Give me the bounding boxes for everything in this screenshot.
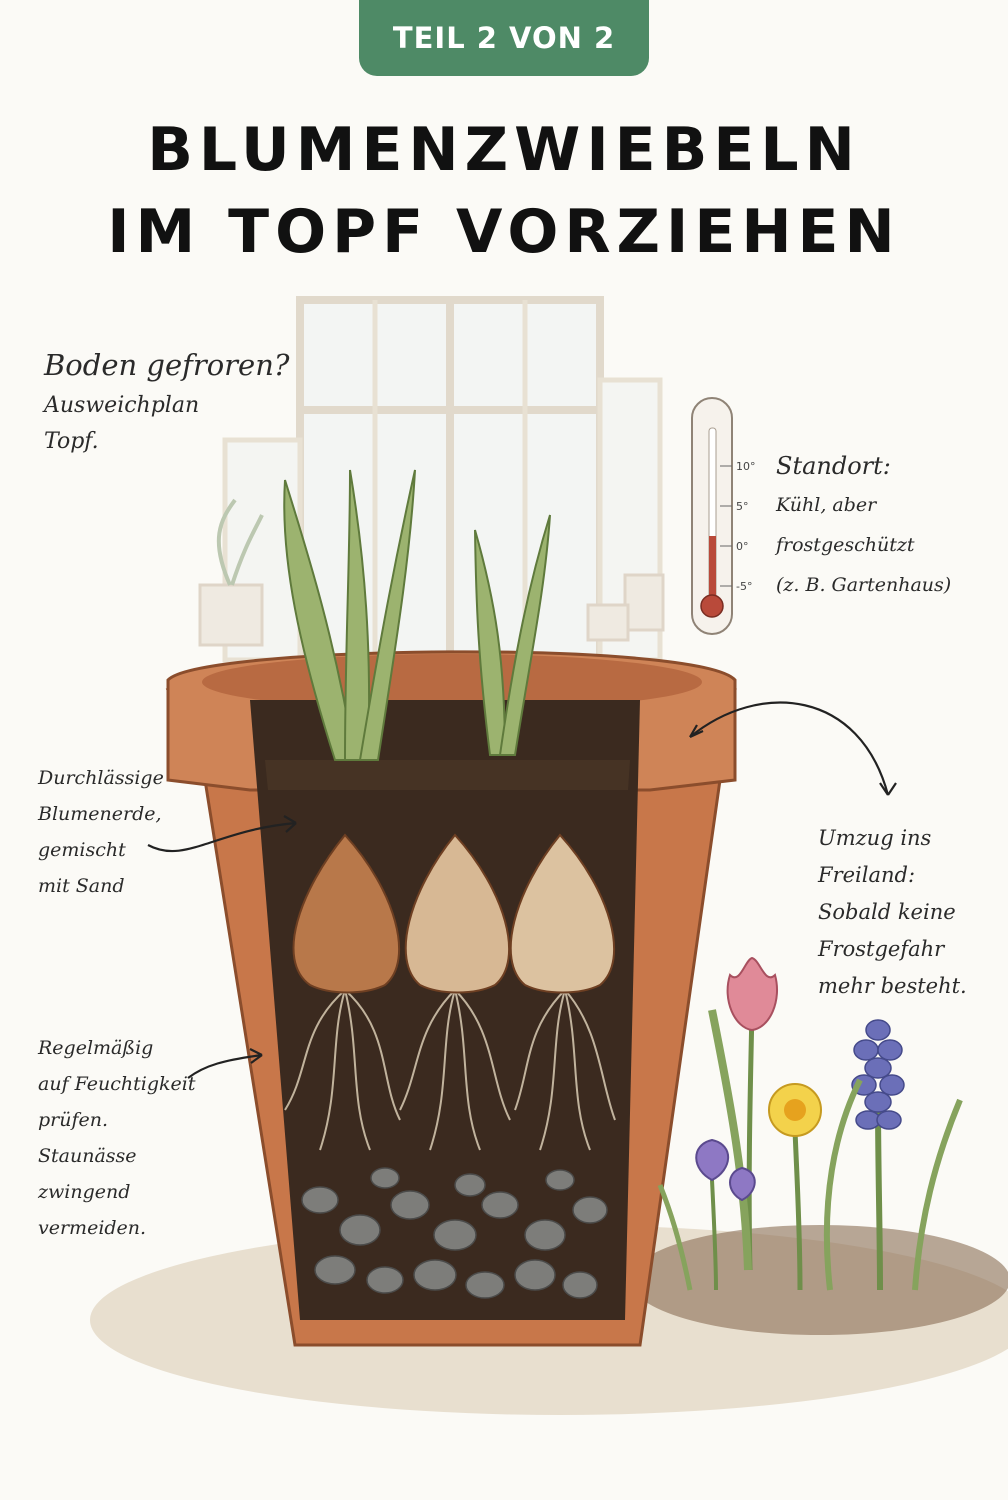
note-moisture-line-6: vermeiden. bbox=[38, 1217, 147, 1239]
bulb-icon bbox=[509, 833, 615, 994]
note-intro-line-1: Ausweichplan bbox=[44, 393, 200, 418]
note-location-line-1: Kühl, aber bbox=[776, 494, 877, 516]
bulbs bbox=[292, 833, 615, 994]
note-location: Standort: Kühl, aber frostgeschützt (z. … bbox=[776, 447, 951, 605]
note-move-line-1: Umzug ins bbox=[818, 826, 932, 850]
note-move-line-4: Frostgefahr bbox=[818, 937, 945, 961]
leaf-shoots bbox=[283, 469, 551, 761]
note-soil: Durchlässige Blumenerde, gemischt mit Sa… bbox=[38, 760, 164, 904]
note-soil-line-4: mit Sand bbox=[38, 875, 125, 897]
note-intro-line-2: Topf. bbox=[44, 429, 99, 454]
tulip-icon bbox=[726, 956, 778, 1032]
note-moisture-line-2: auf Feuchtigkeit bbox=[38, 1073, 196, 1095]
note-soil-line-2: Blumenerde, bbox=[38, 803, 162, 825]
note-location-line-3: (z. B. Gartenhaus) bbox=[776, 574, 952, 596]
note-move: Umzug ins Freiland: Sobald keine Frostge… bbox=[818, 820, 967, 1005]
note-soil-line-1: Durchlässige bbox=[38, 767, 164, 789]
note-intro: Boden gefroren? Ausweichplan Topf. bbox=[44, 342, 289, 460]
crocus-icon bbox=[695, 1138, 730, 1182]
part-badge: TEIL 2 VON 2 bbox=[359, 0, 649, 76]
bulb-icon bbox=[292, 833, 400, 994]
daffodil-icon bbox=[768, 1083, 822, 1137]
thermometer-icon bbox=[691, 397, 733, 635]
note-intro-heading: Boden gefroren? bbox=[44, 348, 290, 382]
gravel-layer bbox=[301, 1167, 608, 1299]
note-moisture-line-3: prüfen. bbox=[38, 1109, 109, 1131]
note-moisture-line-4: Staunässe bbox=[38, 1145, 137, 1167]
arrow-icon bbox=[689, 701, 890, 796]
part-badge-label: TEIL 2 VON 2 bbox=[392, 21, 616, 55]
arrow-icon bbox=[187, 1053, 263, 1079]
arrow-icon bbox=[147, 821, 297, 853]
thermometer-tick-label: -5° bbox=[736, 580, 753, 593]
thermometer-tick-label: 5° bbox=[736, 500, 749, 513]
note-moisture-line-1: Regelmäßig bbox=[38, 1037, 154, 1059]
note-moisture-line-5: zwingend bbox=[38, 1181, 131, 1203]
roots bbox=[284, 989, 616, 1151]
note-moisture: Regelmäßig auf Feuchtigkeit prüfen. Stau… bbox=[38, 1030, 195, 1246]
outdoor-flowers bbox=[657, 956, 963, 1291]
hyacinth-icon bbox=[851, 1019, 905, 1130]
annotation-arrows bbox=[147, 701, 897, 1079]
note-move-line-5: mehr besteht. bbox=[818, 974, 967, 998]
note-location-line-2: frostgeschützt bbox=[776, 534, 915, 556]
thermometer-tick-label: 0° bbox=[736, 540, 749, 553]
bulb-icon bbox=[404, 833, 510, 994]
page-title-line-2: IM TOPF VORZIEHEN bbox=[107, 197, 901, 267]
note-location-heading: Standort: bbox=[776, 452, 891, 480]
thermometer-tick-label: 10° bbox=[736, 460, 756, 473]
note-move-line-2: Freiland: bbox=[818, 863, 916, 887]
page-title-line-1: BLUMENZWIEBELN bbox=[147, 115, 861, 185]
note-move-line-3: Sobald keine bbox=[818, 900, 956, 924]
note-soil-line-3: gemischt bbox=[38, 839, 126, 861]
